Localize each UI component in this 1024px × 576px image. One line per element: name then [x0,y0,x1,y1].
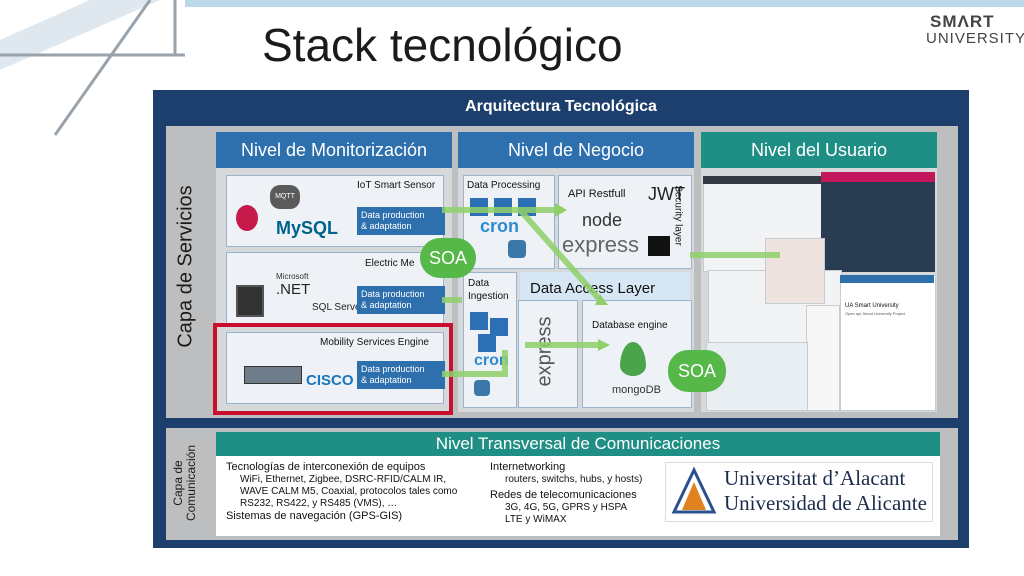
cron-logo-2: cron [474,352,509,369]
ingestion-tile [478,334,496,352]
telecom-line-2: LTE y WiMAX [505,514,567,525]
transversal-header: Nivel Transversal de Comunicaciones [216,432,940,456]
page-title: Stack tecnológico [262,19,623,71]
dp-line-1: Data production [361,364,425,374]
express-logo: express [562,232,640,257]
ua-name-spanish: Universidad de Alicante [724,491,927,515]
w-block-icon [648,236,670,256]
interconnect-heading: Tecnologías de interconexión de equipos [226,461,426,473]
dp-line-1: Data production [361,289,425,299]
cron-logo: cron [480,216,520,236]
navigation-systems: Sistemas de navegación (GPS-GIS) [226,510,403,522]
database-engine-label: Database engine [592,320,668,331]
soa-badge-left: SOA [420,238,476,278]
monitoring-level-header: Nivel de Monitorización [216,132,452,168]
data-ingestion-label-1: Data [468,278,490,289]
data-ingestion-label-2: Ingestion [468,291,509,302]
mysql-logo: MySQL [276,218,339,238]
node-logo: node [582,210,623,230]
dashboard-dark-panel [821,172,935,272]
python-icon [508,240,526,258]
dark-panel-band [821,172,935,182]
raspberry-pi-icon [236,205,258,231]
ua-name-valencian: Universitat d’Alacant [724,466,906,490]
api-restfull-label: API Restfull [568,188,626,200]
smart-university-logo: SMΛRT [930,12,995,31]
iot-sensor-label: IoT Smart Sensor [357,180,436,191]
interconnect-line-2: WAVE CALM M5, Coaxial, protocolos tales … [240,486,458,497]
mqtt-icon: MQTT [270,185,300,209]
ua-smart-sub: Open api Smart University Project [845,311,906,316]
architecture-title: Arquitectura Tecnológica [465,98,657,115]
user-level-header: Nivel del Usuario [701,132,937,168]
dp-line-2: & adaptation [361,375,412,385]
sidebar-screenshot [806,305,840,411]
iot-data-production: Data production & adaptation [357,207,445,235]
internetworking-heading: Internetworking [490,461,566,473]
ua-smart-title: UA Smart University [845,303,899,309]
soa-badge-right: SOA [668,350,726,392]
interconnect-line-3: RS232, RS422, y RS485 (VMS), … [240,498,398,509]
dp-line-2: & adaptation [361,221,412,231]
mongodb-leaf-icon [620,342,646,376]
sqlserver-logo: SQL Server [312,302,364,313]
mobility-engine-label: Mobility Services Engine [320,337,429,348]
api-docs-topbar [840,275,934,283]
internetworking-line: routers, switchs, hubs, y hosts) [505,474,643,485]
dp-line-1: Data production [361,210,425,220]
dal-header [520,272,690,300]
electric-data-production: Data production & adaptation [357,286,445,314]
python-icon-2 [474,380,490,396]
business-level-header: Nivel de Negocio [458,132,694,168]
data-processing-label: Data Processing [467,180,541,191]
mobility-highlight-frame [213,323,453,415]
telecom-heading: Redes de telecomunicaciones [490,489,637,501]
api-docs-screenshot [840,275,936,411]
node-express-box [518,300,578,408]
heatmap-screenshot [765,238,825,304]
interconnect-line-1: WiFi, Ethernet, Zigbee, DSRC-RFID/CALM I… [240,474,447,485]
mongodb-logo: mongoDB [612,384,661,396]
cisco-logo: CISCO [306,372,354,389]
top-accent-bar [185,0,1024,7]
ingestion-tile [490,318,508,336]
ingestion-tile [470,312,488,330]
mobility-data-production: Data production & adaptation [357,361,445,389]
telecom-line-1: 3G, 4G, 5G, GPRS y HSPA [505,502,628,513]
meter-device-icon [236,285,264,317]
electric-meter-label: Electric Me [365,258,415,269]
jwt-logo: JWT [648,184,685,204]
smart-university-logo-sub: UNIVERSITY [926,30,1024,47]
dashboard-topbar [703,176,821,184]
server-appliance-icon [244,366,302,384]
dotnet-logo: Microsoft [276,272,309,281]
dp-line-2: & adaptation [361,300,412,310]
corner-decoration [0,0,185,136]
ua-logo-icon [671,466,717,514]
dotnet-label: .NET [276,281,311,298]
